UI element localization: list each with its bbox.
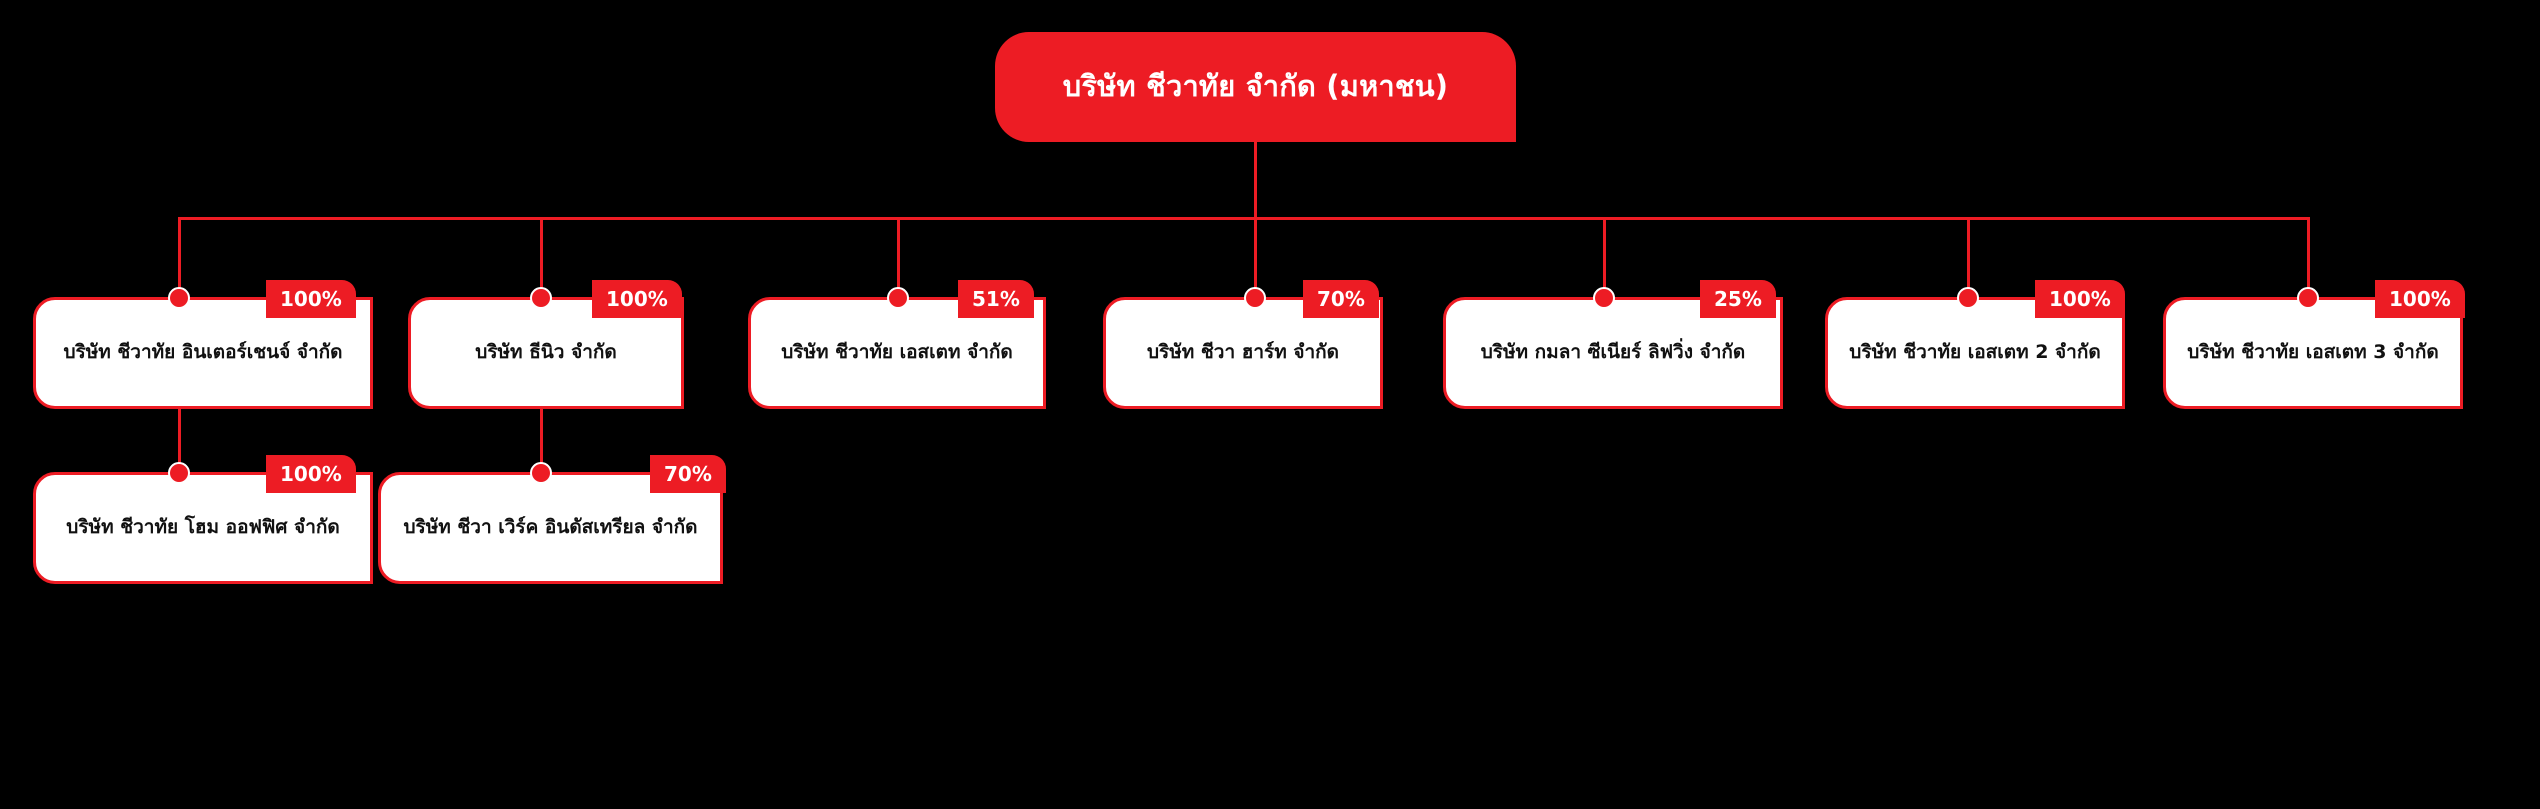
child-node-2[interactable]: บริษัท ธีนิว จำกัด (408, 297, 684, 409)
root-node[interactable]: บริษัท ชีวาทัย จำกัด (มหาชน) (995, 32, 1516, 142)
child-node-7-percent-badge: 100% (2375, 280, 2465, 318)
child-node-5-connector-dot (1593, 287, 1615, 309)
drop-line-child-7 (2307, 217, 2310, 299)
drop-line-child-6 (1967, 217, 1970, 299)
child-node-4-connector-dot (1244, 287, 1266, 309)
drop-line-child-1 (178, 217, 181, 299)
child-node-5-label: บริษัท กมลา ซีเนียร์ ลิฟวิ่ง จำกัด (1480, 341, 1746, 364)
grandchild-node-1-label: บริษัท ชีวาทัย โฮม ออฟฟิศ จำกัด (66, 516, 340, 539)
child-node-2-percent-badge: 100% (592, 280, 682, 318)
child-node-4-percent-badge: 70% (1303, 280, 1379, 318)
grandchild-node-2-connector-dot (530, 462, 552, 484)
child-node-5-percent-badge: 25% (1700, 280, 1776, 318)
child-node-2-connector-dot (530, 287, 552, 309)
child-node-1-percent-label: 100% (280, 287, 342, 311)
child-bus-line (178, 217, 2310, 220)
child-node-7-connector-dot (2297, 287, 2319, 309)
child-node-4[interactable]: บริษัท ชีวา ฮาร์ท จำกัด (1103, 297, 1383, 409)
grandchild-node-1-percent-badge: 100% (266, 455, 356, 493)
drop-line-grandchild-2 (540, 409, 543, 474)
child-node-5-percent-label: 25% (1714, 287, 1762, 311)
grandchild-node-2-percent-badge: 70% (650, 455, 726, 493)
drop-line-child-5 (1603, 217, 1606, 299)
grandchild-node-2-label: บริษัท ชีวา เวิร์ค อินดัสเทรียล จำกัด (403, 516, 698, 539)
child-node-1-percent-badge: 100% (266, 280, 356, 318)
child-node-1-label: บริษัท ชีวาทัย อินเตอร์เชนจ์ จำกัด (63, 341, 343, 364)
child-node-4-label: บริษัท ชีวา ฮาร์ท จำกัด (1146, 341, 1340, 364)
drop-line-child-3 (897, 217, 900, 299)
child-node-6-percent-badge: 100% (2035, 280, 2125, 318)
grandchild-node-2[interactable]: บริษัท ชีวา เวิร์ค อินดัสเทรียล จำกัด (378, 472, 723, 584)
grandchild-node-1-percent-label: 100% (280, 462, 342, 486)
child-node-1-connector-dot (168, 287, 190, 309)
grandchild-node-1-connector-dot (168, 462, 190, 484)
child-node-3-label: บริษัท ชีวาทัย เอสเตท จำกัด (781, 341, 1013, 364)
grandchild-node-1[interactable]: บริษัท ชีวาทัย โฮม ออฟฟิศ จำกัด (33, 472, 373, 584)
child-node-6-label: บริษัท ชีวาทัย เอสเตท 2 จำกัด (1849, 341, 2101, 364)
drop-line-child-2 (540, 217, 543, 299)
child-node-2-label: บริษัท ธีนิว จำกัด (475, 341, 617, 364)
child-node-3-percent-label: 51% (972, 287, 1020, 311)
child-node-4-percent-label: 70% (1317, 287, 1365, 311)
child-node-3-percent-badge: 51% (958, 280, 1034, 318)
root-node-label: บริษัท ชีวาทัย จำกัด (มหาชน) (1062, 69, 1449, 104)
child-node-6-percent-label: 100% (2049, 287, 2111, 311)
child-node-6-connector-dot (1957, 287, 1979, 309)
child-node-7[interactable]: บริษัท ชีวาทัย เอสเตท 3 จำกัด (2163, 297, 2463, 409)
child-node-7-percent-label: 100% (2389, 287, 2451, 311)
drop-line-grandchild-1 (178, 409, 181, 474)
grandchild-node-2-percent-label: 70% (664, 462, 712, 486)
child-node-2-percent-label: 100% (606, 287, 668, 311)
child-node-3-connector-dot (887, 287, 909, 309)
child-node-7-label: บริษัท ชีวาทัย เอสเตท 3 จำกัด (2187, 341, 2439, 364)
